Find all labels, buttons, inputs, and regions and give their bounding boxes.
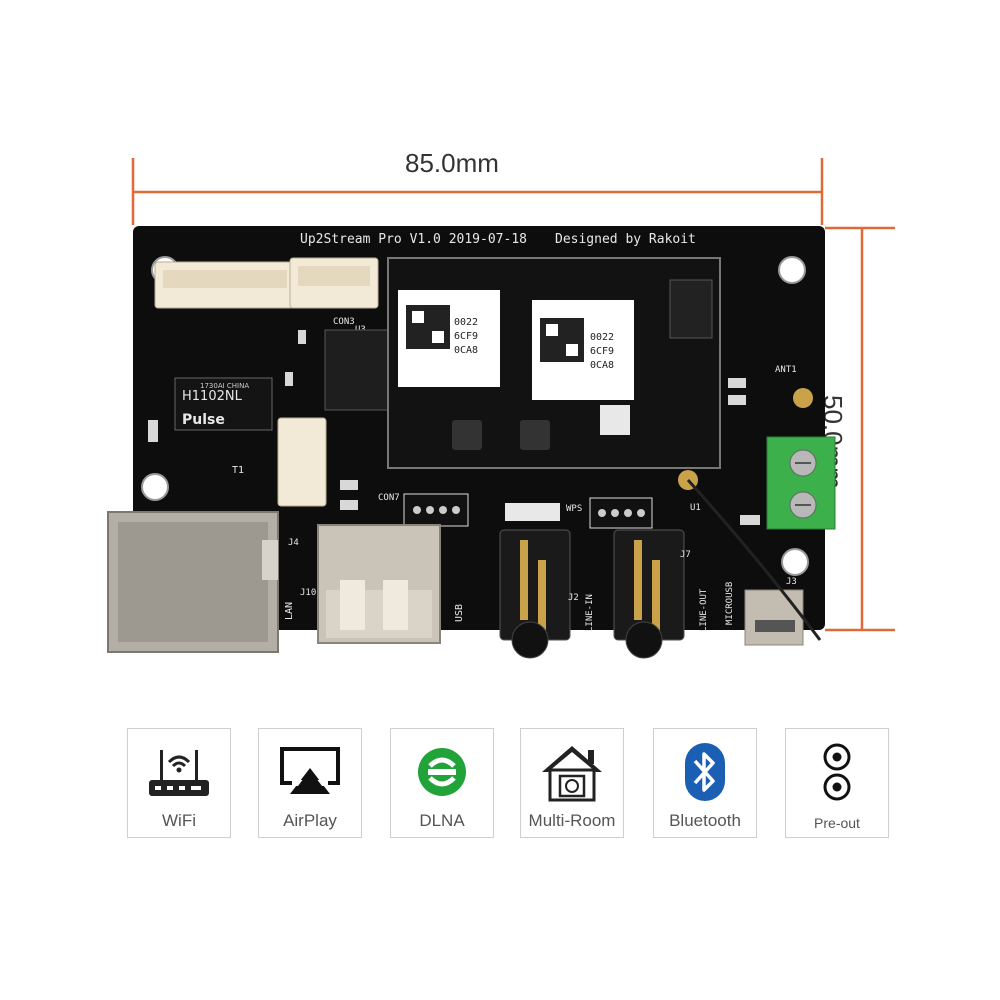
lan-port: [107, 511, 279, 653]
svg-text:1730AI CHINA: 1730AI CHINA: [200, 382, 249, 390]
feature-card-multi-room: Multi-Room: [520, 728, 624, 838]
usb-port: [317, 524, 441, 644]
svg-text:0022: 0022: [454, 317, 478, 328]
width-dimension-line: [131, 158, 824, 225]
ethernet-transformer-chip: H1102NL Pulse 1730AI CHINA: [174, 377, 273, 431]
wps-button: [505, 503, 560, 521]
pre-out-rca-icon: [786, 741, 888, 803]
con3-label: CON3: [333, 317, 355, 327]
feature-card-dlna: DLNA: [390, 728, 494, 838]
svg-text:Pulse: Pulse: [182, 412, 225, 428]
usb-label: USB: [454, 604, 465, 622]
microusb-port: [744, 589, 804, 646]
svg-text:0CA8: 0CA8: [590, 360, 614, 371]
height-dimension-line: [825, 226, 895, 632]
svg-text:H1102NL: H1102NL: [182, 389, 243, 404]
feature-card-bluetooth: Bluetooth: [653, 728, 757, 838]
silkscreen-title: Up2Stream Pro V1.0 2019-07-18: [300, 232, 527, 247]
svg-text:6CF9: 6CF9: [590, 346, 614, 357]
bluetooth-icon: [654, 741, 756, 803]
silkscreen-designer: Designed by Rakoit: [555, 232, 696, 247]
feature-label-dlna: DLNA: [419, 811, 465, 830]
svg-text:0022: 0022: [590, 332, 614, 343]
width-dimension-label: 85.0mm: [405, 148, 499, 178]
mount-hole: [141, 473, 169, 501]
small-connector: [277, 417, 327, 507]
ant-label: ANT1: [775, 365, 797, 375]
line-in-label: LINE-IN: [585, 594, 595, 632]
mount-hole: [781, 548, 809, 576]
lan-label: LAN: [284, 602, 295, 620]
wifi-module-2: 0022 6CF9 0CA8: [532, 300, 634, 400]
feature-label-multi-room: Multi-Room: [528, 811, 616, 830]
wifi-router-icon: [128, 741, 230, 803]
feature-card-pre-out: Pre-out: [785, 728, 889, 838]
line-out-label: LINE-OUT: [699, 588, 709, 632]
board-illustration: Up2Stream Pro V1.0 2019-07-18 Designed b…: [107, 158, 895, 659]
header-connector: [154, 257, 379, 309]
feature-label-pre-out: Pre-out: [814, 815, 860, 831]
j4-label: J4: [288, 538, 299, 548]
feature-label-bluetooth: Bluetooth: [669, 811, 741, 830]
feature-card-airplay: AirPlay: [258, 728, 362, 838]
j2-label: J2: [568, 593, 579, 603]
j3-label: J3: [786, 577, 797, 587]
feature-card-wifi: WiFi: [127, 728, 231, 838]
wps-label: WPS: [566, 504, 582, 514]
dlna-icon: [391, 741, 493, 803]
svg-text:6CF9: 6CF9: [454, 331, 478, 342]
line-in-jack: [499, 529, 571, 659]
terminal-block: [766, 436, 836, 530]
microusb-label: MICROUSB: [725, 582, 735, 625]
u1-label: U1: [690, 503, 701, 513]
main-chip: [324, 329, 391, 411]
airplay-icon: [259, 741, 361, 803]
svg-text:0CA8: 0CA8: [454, 345, 478, 356]
j10-label: J10: [300, 588, 316, 598]
feature-label-wifi: WiFi: [162, 811, 196, 830]
line-out-jack: [613, 529, 685, 659]
antenna-connector: [678, 388, 822, 641]
con7-label: CON7: [378, 493, 400, 503]
mount-hole: [778, 256, 806, 284]
t1-label: T1: [232, 465, 244, 476]
wifi-module-1: 0022 6CF9 0CA8: [398, 290, 500, 387]
multi-room-house-icon: [521, 741, 623, 803]
j7-label: J7: [680, 550, 691, 560]
feature-label-airplay: AirPlay: [283, 811, 337, 830]
